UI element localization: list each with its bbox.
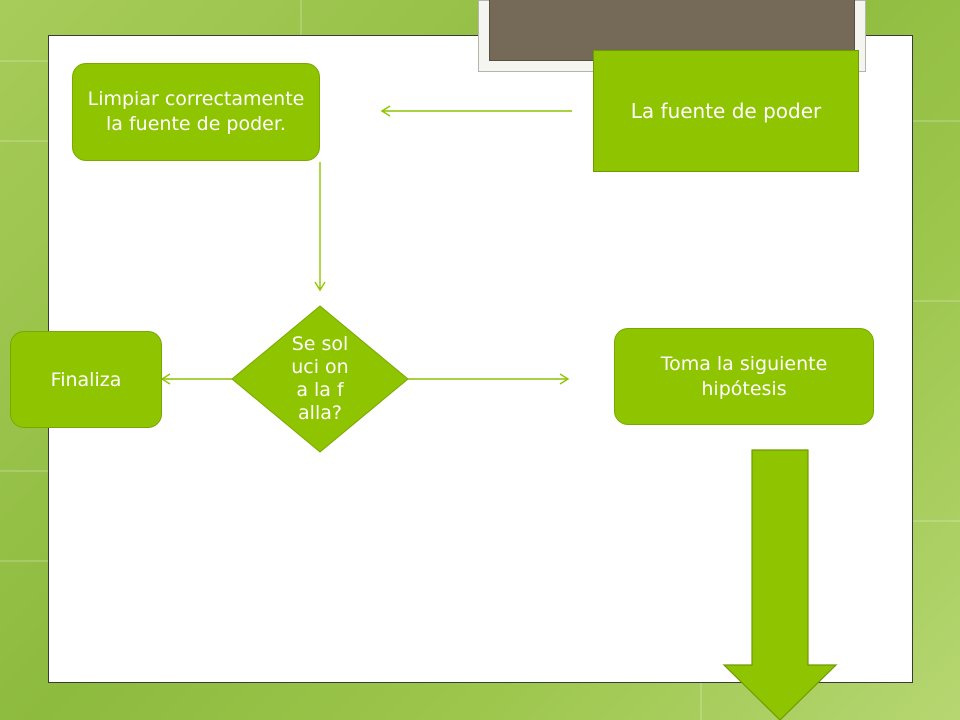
node-clean: Limpiar correctamente la fuente de poder… [72,63,320,161]
node-end: Finaliza [10,331,162,428]
node-power-source-label: La fuente de poder [630,99,822,123]
decision-text: Se soluci ona la falla? [232,306,408,452]
decision-label: Se soluci ona la falla? [291,333,349,424]
node-power-source: La fuente de poder [593,50,859,172]
node-clean-label: Limpiar correctamente la fuente de poder… [87,88,305,135]
node-next-label: Toma la siguiente hipótesis [660,352,828,400]
node-end-label: Finaliza [50,368,122,391]
node-next-hypothesis: Toma la siguiente hipótesis [614,328,874,425]
